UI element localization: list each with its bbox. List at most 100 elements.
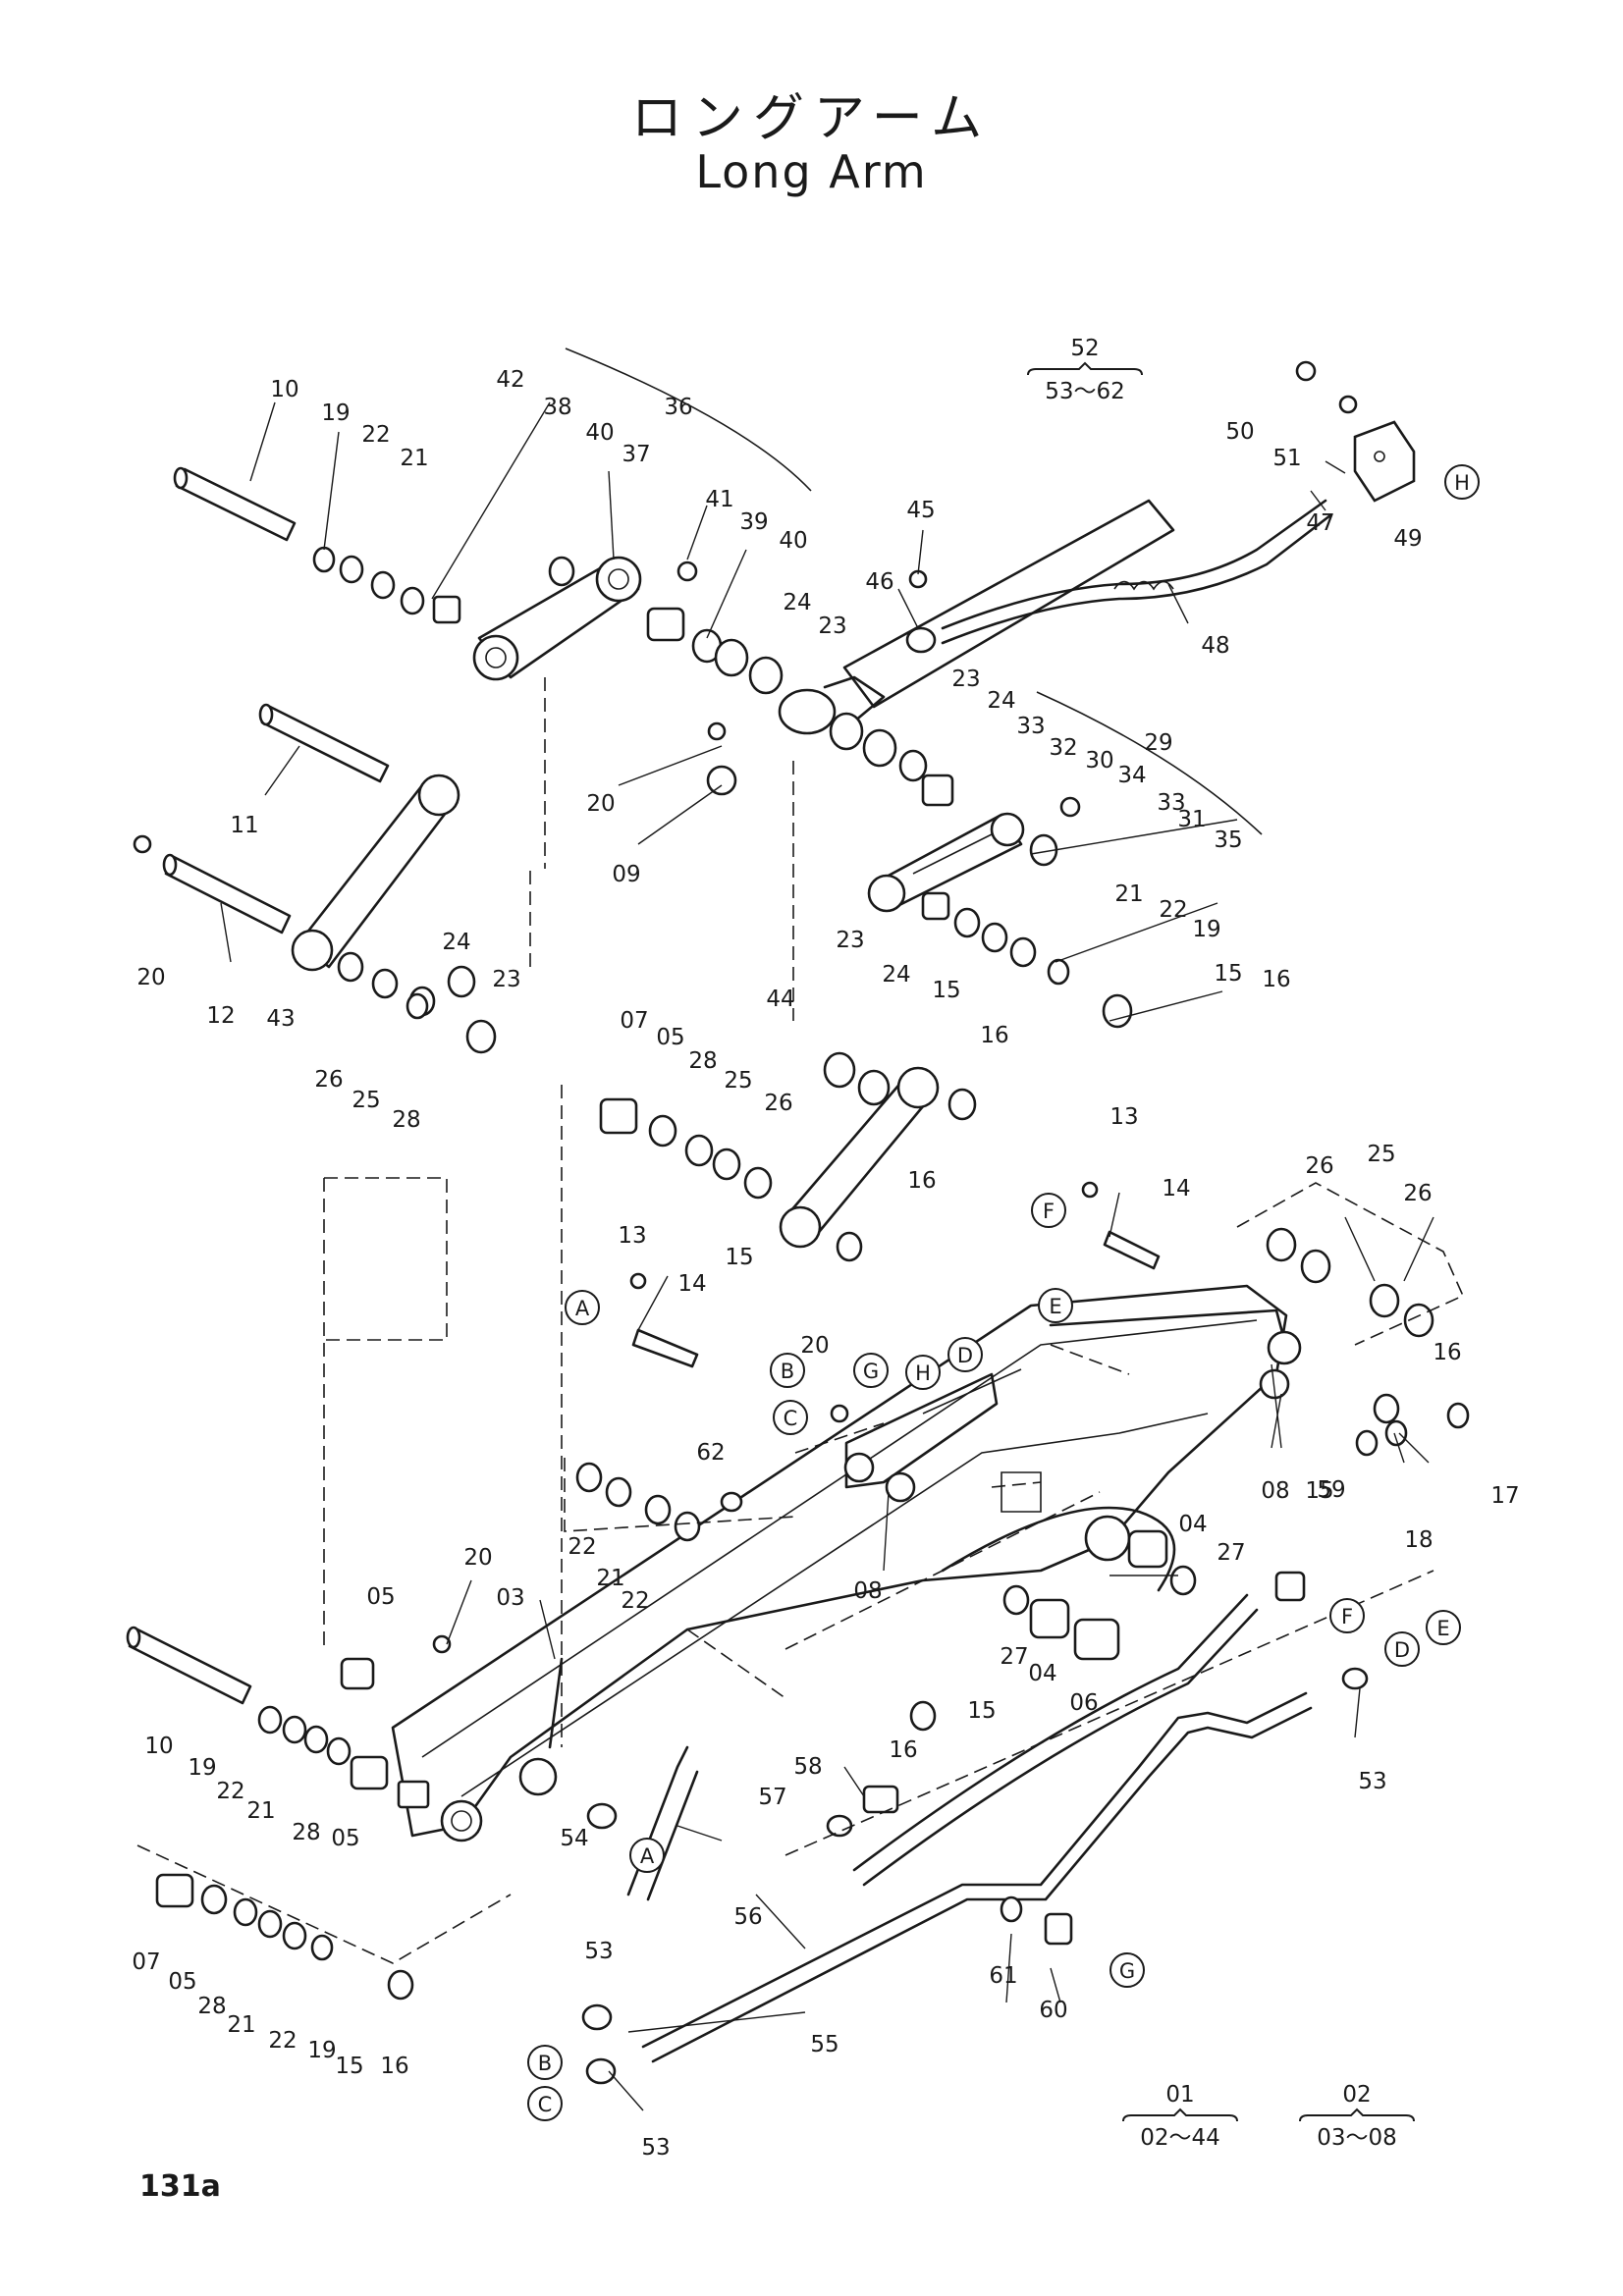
callout-41: 41	[705, 487, 733, 512]
callout-22: 22	[268, 2028, 297, 2054]
page-title-english: Long Arm	[695, 145, 928, 198]
assembly-head: 02	[1342, 2082, 1371, 2108]
marker-d: D	[947, 1337, 983, 1372]
assembly-head: 52	[1070, 336, 1099, 361]
callout-15: 15	[967, 1698, 996, 1724]
callout-20: 20	[136, 965, 165, 990]
link-29-drawing	[867, 812, 1025, 913]
part-drawings	[126, 347, 1470, 2111]
marker-letter: G	[1119, 1959, 1135, 1983]
callout-21: 21	[1114, 881, 1143, 907]
marker-e: E	[1426, 1610, 1461, 1645]
callout-15: 15	[725, 1245, 753, 1270]
marker-circle	[527, 2086, 563, 2121]
assembly-brace	[1027, 361, 1143, 376]
callout-24: 24	[783, 590, 811, 615]
marker-letter: C	[538, 2093, 553, 2116]
callout-37: 37	[622, 442, 650, 467]
callout-39: 39	[739, 509, 768, 535]
callout-61: 61	[989, 1963, 1017, 1989]
callout-04: 04	[1178, 1512, 1207, 1537]
callout-21: 21	[596, 1566, 624, 1591]
marker-f: F	[1031, 1193, 1066, 1228]
marker-letter: G	[863, 1360, 879, 1383]
callout-24: 24	[442, 930, 470, 955]
callout-33: 33	[1157, 790, 1185, 816]
marker-letter: B	[538, 2052, 552, 2075]
callout-32: 32	[1049, 735, 1077, 761]
callout-19: 19	[188, 1755, 216, 1781]
callout-43: 43	[266, 1006, 295, 1032]
upper-link-drawing	[472, 556, 642, 681]
marker-letter: A	[640, 1844, 655, 1868]
callout-16: 16	[889, 1737, 917, 1763]
block-49-drawing	[1353, 420, 1416, 503]
callout-59: 59	[1317, 1477, 1345, 1503]
callout-38: 38	[543, 395, 571, 420]
callout-27: 27	[1000, 1644, 1028, 1670]
marker-b: B	[770, 1353, 805, 1388]
callout-26: 26	[314, 1067, 343, 1093]
callout-49: 49	[1393, 526, 1422, 552]
hose-48-drawing	[941, 499, 1332, 645]
marker-h: H	[1444, 464, 1480, 500]
marker-g: G	[853, 1353, 889, 1388]
callout-22: 22	[568, 1534, 596, 1560]
callout-19: 19	[1192, 917, 1220, 942]
callout-45: 45	[906, 498, 935, 523]
callout-16: 16	[907, 1168, 936, 1194]
callout-58: 58	[793, 1754, 822, 1780]
callout-42: 42	[496, 367, 524, 393]
marker-letter: F	[1043, 1200, 1055, 1223]
marker-letter: A	[575, 1297, 590, 1320]
marker-letter: B	[781, 1360, 794, 1383]
callout-55: 55	[810, 2032, 839, 2057]
marker-circle	[629, 1838, 665, 1873]
callout-15: 15	[1305, 1478, 1333, 1504]
callout-26: 26	[764, 1091, 792, 1116]
callout-26: 26	[1305, 1153, 1333, 1179]
callout-19: 19	[321, 400, 350, 426]
marker-b: B	[527, 2045, 563, 2080]
callout-16: 16	[380, 2054, 408, 2079]
marker-circle	[1384, 1631, 1420, 1667]
callout-46: 46	[865, 569, 893, 595]
callout-24: 24	[882, 962, 910, 988]
callout-33: 33	[1016, 714, 1045, 739]
callout-17: 17	[1490, 1483, 1519, 1509]
callout-29: 29	[1144, 730, 1172, 756]
marker-e: E	[1038, 1288, 1073, 1323]
callout-11: 11	[230, 813, 258, 838]
callout-18: 18	[1404, 1527, 1433, 1553]
callout-05: 05	[168, 1969, 196, 1995]
callout-05: 05	[331, 1826, 359, 1851]
callout-47: 47	[1306, 510, 1334, 536]
page-title-japanese: ロングアーム	[630, 89, 993, 148]
marker-letter: F	[1341, 1605, 1353, 1629]
callout-15: 15	[932, 978, 960, 1003]
callout-50: 50	[1225, 419, 1254, 445]
callout-21: 21	[227, 2012, 255, 2038]
callout-05: 05	[656, 1025, 684, 1050]
callout-12: 12	[206, 1003, 235, 1029]
marker-letter: E	[1436, 1617, 1449, 1640]
pins-drawing	[126, 466, 390, 1705]
callout-20: 20	[586, 791, 615, 817]
marker-a: A	[565, 1290, 600, 1325]
link-44-drawing	[779, 1066, 940, 1249]
callout-15: 15	[335, 2054, 363, 2079]
callout-31: 31	[1177, 807, 1206, 832]
marker-circle	[565, 1290, 600, 1325]
callout-13: 13	[1109, 1104, 1138, 1130]
callout-27: 27	[1217, 1540, 1245, 1566]
callout-44: 44	[766, 987, 794, 1012]
callout-53: 53	[584, 1939, 613, 1964]
callout-22: 22	[1159, 897, 1187, 923]
callout-09: 09	[612, 862, 640, 887]
callout-34: 34	[1117, 763, 1146, 788]
callout-53: 53	[1358, 1769, 1386, 1794]
marker-circle	[770, 1353, 805, 1388]
callout-23: 23	[836, 928, 864, 953]
callout-40: 40	[779, 528, 807, 554]
